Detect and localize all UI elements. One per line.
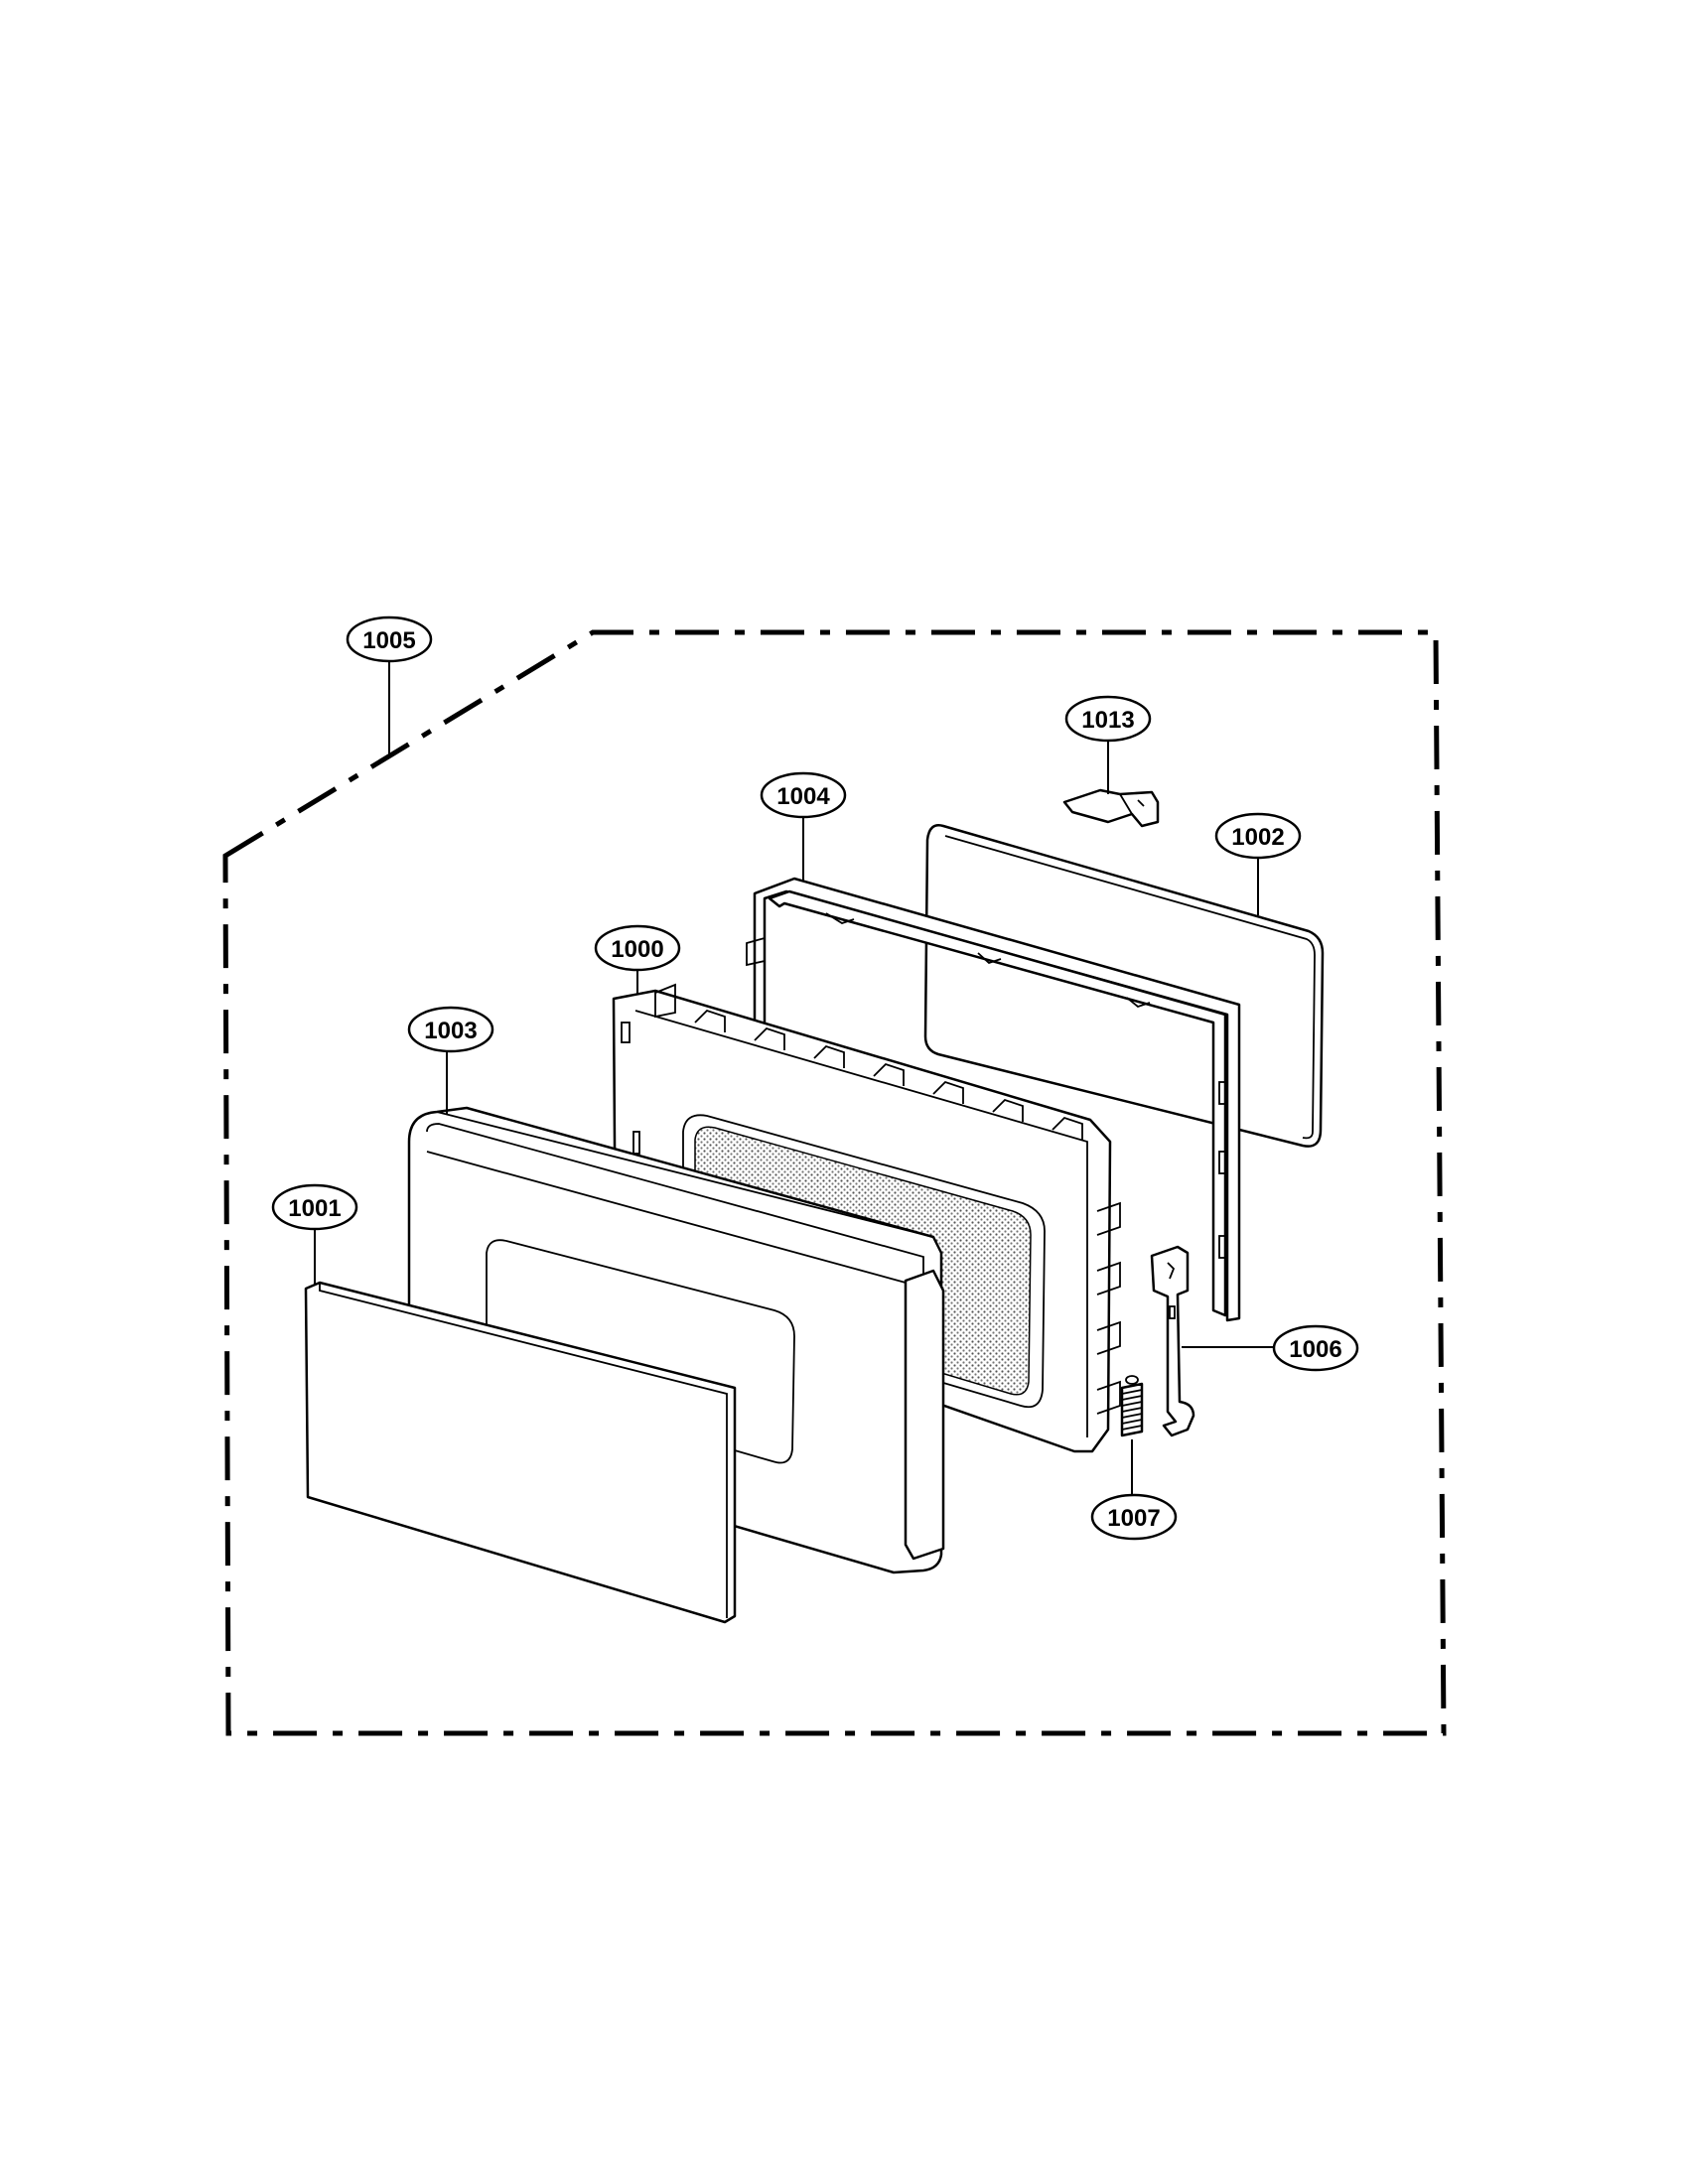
svg-text:1003: 1003 [424,1018,477,1044]
callout-1007: 1007 [1090,1493,1178,1541]
svg-text:1005: 1005 [362,627,415,654]
callout-1000: 1000 [594,924,681,972]
callout-1003: 1003 [407,1006,494,1053]
callout-1006: 1006 [1272,1324,1359,1372]
callout-1013: 1013 [1064,695,1152,743]
svg-text:1002: 1002 [1231,824,1284,851]
callout-1004: 1004 [760,771,847,819]
svg-text:1013: 1013 [1081,707,1134,734]
callout-1002: 1002 [1214,812,1302,860]
part-1006-latch-hook [1150,1245,1195,1437]
callout-1005: 1005 [346,615,433,663]
part-1013-clip [1062,788,1160,828]
svg-text:1007: 1007 [1107,1505,1160,1532]
svg-text:1000: 1000 [611,936,663,963]
svg-text:1004: 1004 [776,783,830,810]
part-1007-spring [1120,1375,1144,1437]
assembly-boundary [222,629,1447,1736]
part-1001-front-glass [304,1281,737,1624]
svg-text:1001: 1001 [288,1195,341,1222]
callout-1001: 1001 [271,1183,358,1231]
svg-text:1006: 1006 [1289,1336,1341,1363]
